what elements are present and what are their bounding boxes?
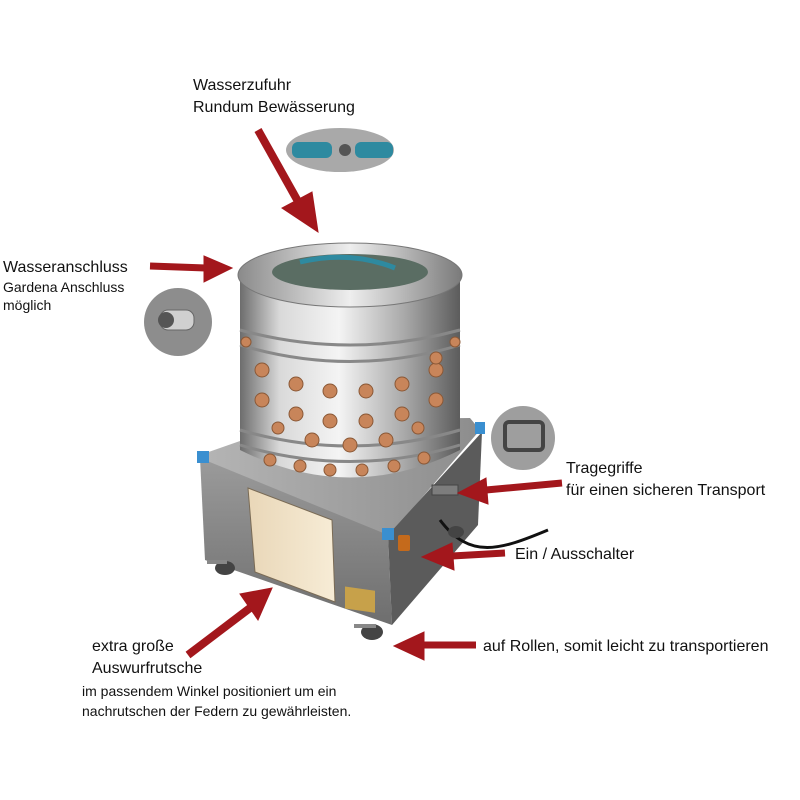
blue-corner xyxy=(475,422,485,434)
inset-water-supply xyxy=(286,128,394,172)
label-water-connection-line3: möglich xyxy=(3,297,52,313)
blue-corner xyxy=(382,528,394,540)
label-water-supply-subtitle: Rundum Bewässerung xyxy=(193,99,355,116)
label-water-connection-line2: Gardena Anschluss xyxy=(3,279,125,295)
label-handles-title: Tragegriffe xyxy=(566,460,643,477)
drum-opening xyxy=(272,254,428,290)
drum-bands xyxy=(239,328,461,463)
base-side-face xyxy=(388,432,482,625)
drum-body xyxy=(240,280,460,478)
label-switch: Ein / Ausschalter xyxy=(515,546,635,563)
wheels xyxy=(207,526,464,640)
label-chute-desc2: nachrutschen der Federn zu gewährleisten… xyxy=(82,703,352,719)
type-plate xyxy=(345,586,375,613)
label-wheels: auf Rollen, somit leicht zu transportier… xyxy=(483,638,769,655)
label-water-connection-title: Wasseranschluss xyxy=(3,259,128,276)
annotation-arrows xyxy=(149,128,563,661)
blue-corner xyxy=(197,451,209,463)
label-handles-subtitle: für einen sicheren Transport xyxy=(566,482,766,499)
rubber-fingers xyxy=(240,336,461,477)
inset-water-connection xyxy=(144,288,212,356)
chute-opening xyxy=(247,487,336,603)
inset-handle xyxy=(491,406,555,470)
label-chute-title: extra große xyxy=(92,638,174,655)
label-chute-desc1: im passendem Winkel positioniert um ein xyxy=(82,683,337,699)
side-handle xyxy=(431,484,459,496)
water-pipe xyxy=(299,254,396,271)
switch xyxy=(398,535,410,551)
label-chute-title2: Auswurfrutsche xyxy=(92,660,203,677)
label-water-supply-title: Wasserzufuhr xyxy=(193,77,292,94)
